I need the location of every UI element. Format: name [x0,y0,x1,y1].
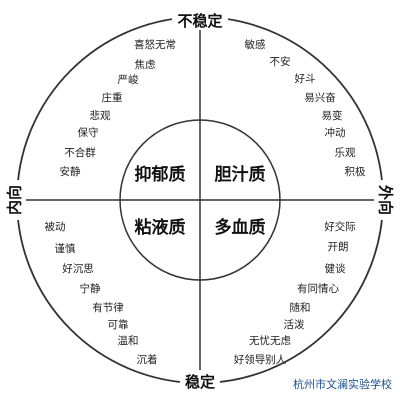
trait-top-left-4: 庄重 [102,91,123,104]
axis-label-bottom: 稳定 [185,373,215,391]
trait-top-left-1: 喜怒无常 [134,38,176,51]
trait-bottom-left-3: 好沉思 [62,262,94,275]
trait-top-left-8: 安静 [60,165,81,178]
trait-bottom-right-4: 有同情心 [297,282,339,295]
trait-top-left-3: 严峻 [118,73,139,86]
trait-bottom-right-6: 活泼 [284,318,305,331]
trait-top-left-5: 悲观 [90,109,111,122]
trait-top-left-2: 焦虑 [135,58,156,71]
trait-bottom-right-8: 好领导别人 [234,353,287,366]
center-label-top-right: 胆汁质 [215,164,266,185]
right-axis-label-bg [374,180,396,220]
trait-bottom-left-5: 有节律 [92,301,124,314]
top-axis-label-bg [172,10,228,30]
bottom-axis-label-bg [180,370,220,392]
axis-label-left: 内向 [6,185,24,215]
trait-bottom-right-1: 好交际 [324,220,356,233]
trait-bottom-left-7: 温和 [118,335,139,347]
trait-bottom-right-3: 健谈 [325,262,346,275]
trait-bottom-left-1: 被动 [45,220,66,233]
axis-label-top: 不稳定 [177,12,222,30]
trait-top-right-7: 乐观 [335,147,356,159]
center-label-top-left: 抑郁质 [135,164,186,185]
trait-bottom-right-5: 随和 [290,301,311,314]
axis-label-right: 外向 [377,184,395,215]
trait-bottom-left-8: 沉着 [137,353,158,366]
trait-top-right-4: 易兴奋 [304,91,336,104]
trait-bottom-left-4: 宁静 [80,282,101,295]
trait-top-left-6: 保守 [78,126,99,139]
left-axis-label-bg [4,180,26,220]
trait-top-right-5: 易变 [322,109,343,122]
center-label-bottom-left: 粘液质 [135,217,186,238]
center-label-bottom-right: 多血质 [215,217,266,238]
trait-bottom-right-7: 无忧无虑 [249,334,291,347]
trait-top-right-2: 不安 [270,55,291,68]
trait-top-left-7: 不合群 [64,146,96,159]
trait-bottom-left-2: 谨慎 [55,242,76,255]
trait-bottom-right-2: 开朗 [328,241,349,253]
trait-top-right-1: 敏感 [245,38,266,51]
trait-bottom-left-6: 可靠 [108,318,129,331]
trait-top-right-6: 冲动 [325,126,346,139]
trait-top-right-3: 好斗 [295,73,316,85]
watermark-text: 杭州市文澜实验学校 [293,377,392,391]
trait-top-right-8: 积极 [345,165,366,178]
